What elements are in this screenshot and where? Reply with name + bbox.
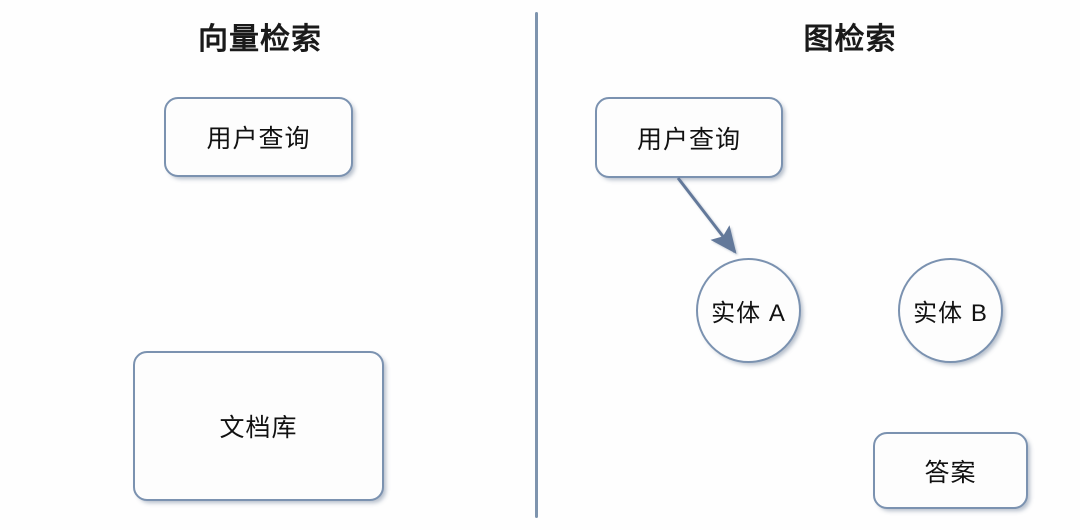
node-document-store[interactable]: 文档库 bbox=[133, 351, 384, 501]
panel-title-left: 向量检索 bbox=[198, 23, 322, 56]
node-answer[interactable]: 答案 bbox=[873, 432, 1028, 509]
node-entity-b[interactable]: 实体 B bbox=[898, 258, 1003, 363]
node-user-query-left[interactable]: 用户查询 bbox=[164, 97, 353, 177]
node-entity-a[interactable]: 实体 A bbox=[696, 258, 801, 363]
node-user-query-right[interactable]: 用户查询 bbox=[595, 97, 783, 178]
panel-divider bbox=[535, 12, 538, 518]
panel-title-right: 图检索 bbox=[803, 23, 897, 56]
edge-query-to-entity-a bbox=[676, 177, 737, 254]
